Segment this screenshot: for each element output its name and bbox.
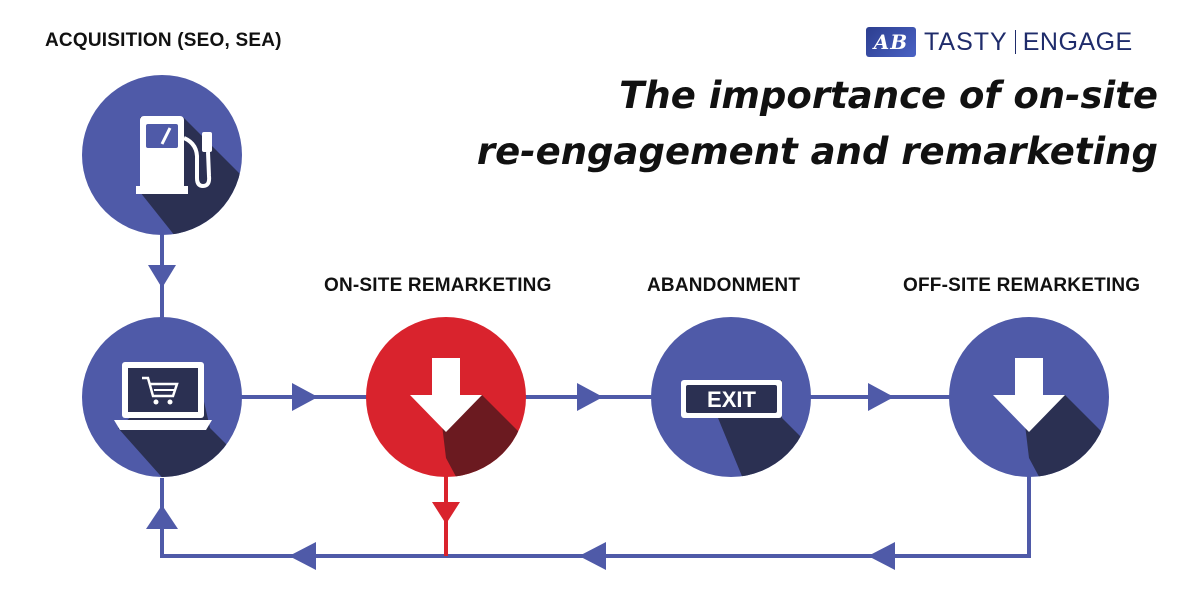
arrowhead-right-3 bbox=[868, 383, 894, 411]
acquisition-node bbox=[82, 75, 242, 235]
onsite-remarketing-node bbox=[366, 317, 526, 477]
arrowhead-left-2 bbox=[579, 542, 606, 570]
arrowhead-up-site bbox=[146, 505, 178, 529]
logo-product: ENGAGE bbox=[1022, 27, 1133, 56]
arrowhead-left-1 bbox=[868, 542, 895, 570]
arrowhead-right-2 bbox=[577, 383, 603, 411]
arrowhead-down-red bbox=[432, 502, 460, 524]
laptop-cart-icon bbox=[114, 362, 212, 430]
ab-tasty-engage-logo: AB TASTY ENGAGE bbox=[866, 26, 1133, 58]
offsite-remarketing-node bbox=[949, 317, 1109, 477]
logo-name: TASTY bbox=[924, 27, 1008, 56]
offsite-remarketing-label: OFF-SITE REMARKETING bbox=[903, 275, 1141, 296]
site-node bbox=[82, 317, 242, 477]
ab-logo-mark: AB bbox=[866, 27, 916, 57]
abandonment-node: EXIT bbox=[651, 317, 811, 477]
abandonment-label: ABANDONMENT bbox=[647, 275, 801, 296]
arrowhead-left-3 bbox=[289, 542, 316, 570]
exit-sign-icon: EXIT bbox=[681, 380, 782, 418]
arrowheads bbox=[146, 265, 895, 570]
down-arrow-icon bbox=[993, 358, 1065, 432]
down-arrow-icon bbox=[410, 358, 482, 432]
acquisition-label: ACQUISITION (SEO, SEA) bbox=[45, 30, 282, 51]
arrowhead-down-acq bbox=[148, 265, 176, 288]
onsite-remarketing-label: ON-SITE REMARKETING bbox=[324, 275, 552, 296]
line-return-loop bbox=[160, 475, 1031, 558]
exit-text: EXIT bbox=[707, 387, 756, 412]
fuel-pump-icon bbox=[136, 116, 212, 194]
title-line-2: re-engagement and remarketing bbox=[476, 130, 1158, 173]
arrowhead-right-1 bbox=[292, 383, 318, 411]
logo-separator bbox=[1014, 30, 1016, 54]
title-line-1: The importance of on-site bbox=[619, 74, 1158, 117]
page-title: The importance of on-site re-engagement … bbox=[477, 68, 1158, 180]
